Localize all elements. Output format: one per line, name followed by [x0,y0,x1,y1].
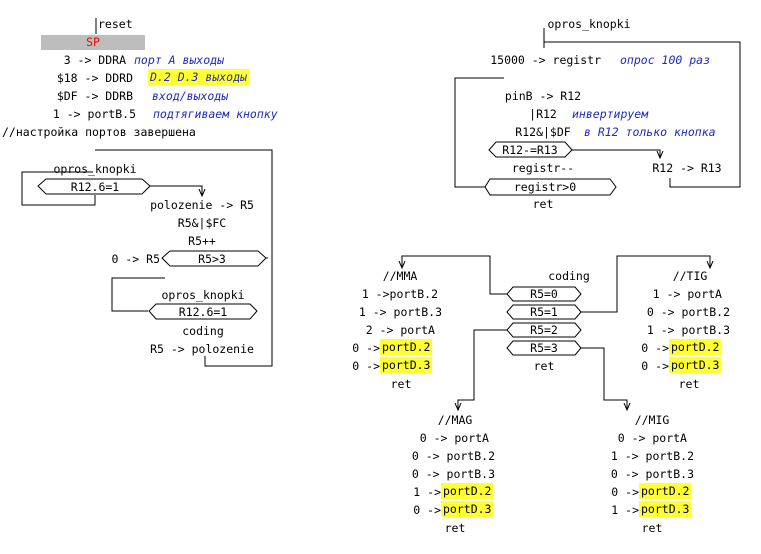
setup-line-1-code: 3 -> DDRA [63,53,126,67]
opros-save: R12 -> R13 [652,161,722,175]
opros-title: opros_knopki [547,17,631,31]
mag-line-2: 0 -> portB.2 [411,449,495,463]
branch-mma-arrow [402,255,507,295]
mma-line-1: 1 ->portB.2 [361,287,438,301]
branch-tig-arrow [581,255,710,313]
mig-line-4: 0 -> [611,485,639,499]
mma-line-4-port: portD.2 [380,339,433,355]
mag-line-5: 0 -> [413,503,441,517]
loop1-call: opros_knopki [53,162,137,176]
reset-label: reset [98,17,133,31]
opros-cond-loop: registr>0 [513,180,577,194]
mig-title: //MIG [634,413,670,427]
mig-line-5: 1 -> [611,503,639,517]
opros-mask: R12&|$DF [515,125,571,139]
mig-line-5-port: portD.3 [639,501,692,517]
setup-line-4-comment: подтягиваем кнопку [153,107,278,121]
opros-mask-comment: в R12 только кнопка [584,125,716,139]
setup-line-4-code: 1 -> portB.5 [52,107,136,121]
tig-ret: ret [678,377,700,391]
setup-line-3-code: $DF -> DDRB [56,89,133,103]
mag-line-4: 1 -> [413,485,441,499]
case2-hex [506,322,582,338]
cond-eq-hex [488,141,573,158]
sp-block: SP [41,35,145,50]
setup-line-1-comment: порт А выходы [134,53,225,67]
case1-hex [506,304,582,320]
cond1-exit-arrow [150,185,202,196]
tig-line-2: 0 -> portB.2 [646,305,730,319]
outer-loop-line [95,149,273,367]
mag-line-4-port: portD.2 [441,483,494,499]
setup-line-2-comment: D.2 D.3 выходы [148,69,249,85]
opros-invert-comment: инвертируем [572,107,649,121]
case3-hex [506,340,582,356]
mig-line-2: 1 -> portB.2 [610,449,694,463]
mma-line-5: 0 -> [352,359,380,373]
inner-line-2: R5&|$FC [177,216,227,230]
cond1-label: R12.6=1 [70,180,120,194]
cond1-hex [37,178,151,195]
loop1-line [21,171,96,206]
coding-call: coding [182,324,224,338]
branch-mig-arrow [581,347,627,410]
mma-ret: ret [390,377,412,391]
mma-line-4: 0 -> [352,341,380,355]
opros-dec: registr-- [511,161,575,175]
inner-loop-line [454,77,504,188]
opros-init-comment: опрос 100 раз [620,53,711,67]
tig-line-5: 0 -> [641,359,669,373]
cond3-hex [148,303,258,320]
setup-line-3-comment: вход/выходы [152,89,229,103]
mig-line-4-port: portD.2 [639,483,692,499]
coding-ret: ret [533,359,555,373]
cond-eq-arrow [572,149,660,158]
case-0-label: R5=0 [530,287,558,301]
mag-line-1: 0 -> portA [419,431,489,445]
opros-init: 15000 -> registr [490,53,601,67]
opros-ret: ret [532,197,554,211]
mma-line-2: 1 -> portB.3 [358,305,442,319]
tig-line-4: 0 -> [641,341,669,355]
opros-cond-eq: R12-=R13 [502,143,558,157]
case-1-label: R5=1 [530,305,558,319]
mma-line-3: 2 -> portA [365,323,435,337]
cond-loop-hex [484,178,617,196]
cond2-hex [161,250,267,267]
save-r5: R5 -> polozenie [150,342,254,356]
inner-line-1: polozenie -> R5 [150,198,254,212]
case0-hex [506,286,582,302]
setup-line-2-code: $18 -> DDRD [56,71,133,85]
setup-done-comment: //настройка портов завершена [2,125,196,139]
mig-line-1: 0 -> portA [617,431,687,445]
opros-invert: |R12 [529,107,557,121]
coding-title: coding [548,269,590,283]
inner-line-3: R5++ [188,234,216,248]
mig-line-3: 0 -> portB.3 [610,467,694,481]
loop2-call: opros_knopki [161,288,245,302]
mag-line-5-port: portD.3 [441,501,494,517]
cond2-label: R5>3 [198,252,226,266]
tig-line-1: 1 -> portA [652,287,722,301]
mma-title: //MMA [382,269,418,283]
tig-line-5-port: portD.3 [669,357,722,373]
loop2-line [111,277,165,312]
tig-line-3: 1 -> portB.3 [646,323,730,337]
mag-title: //MAG [437,413,473,427]
mma-line-5-port: portD.3 [380,357,433,373]
case-2-label: R5=2 [530,323,558,337]
branch-mag-arrow [458,329,507,410]
tig-line-4-port: portD.2 [669,339,722,355]
tig-title: //TIG [672,269,708,283]
opros-read: pinB -> R12 [504,89,582,103]
mig-ret: ret [641,521,663,535]
mag-line-3: 0 -> portB.3 [411,467,495,481]
mag-ret: ret [444,521,466,535]
reset-r5: 0 -> R5 [111,252,160,266]
opros-loop-line [544,41,741,188]
case-3-label: R5=3 [530,341,558,355]
cond3-label: R12.6=1 [178,305,228,319]
